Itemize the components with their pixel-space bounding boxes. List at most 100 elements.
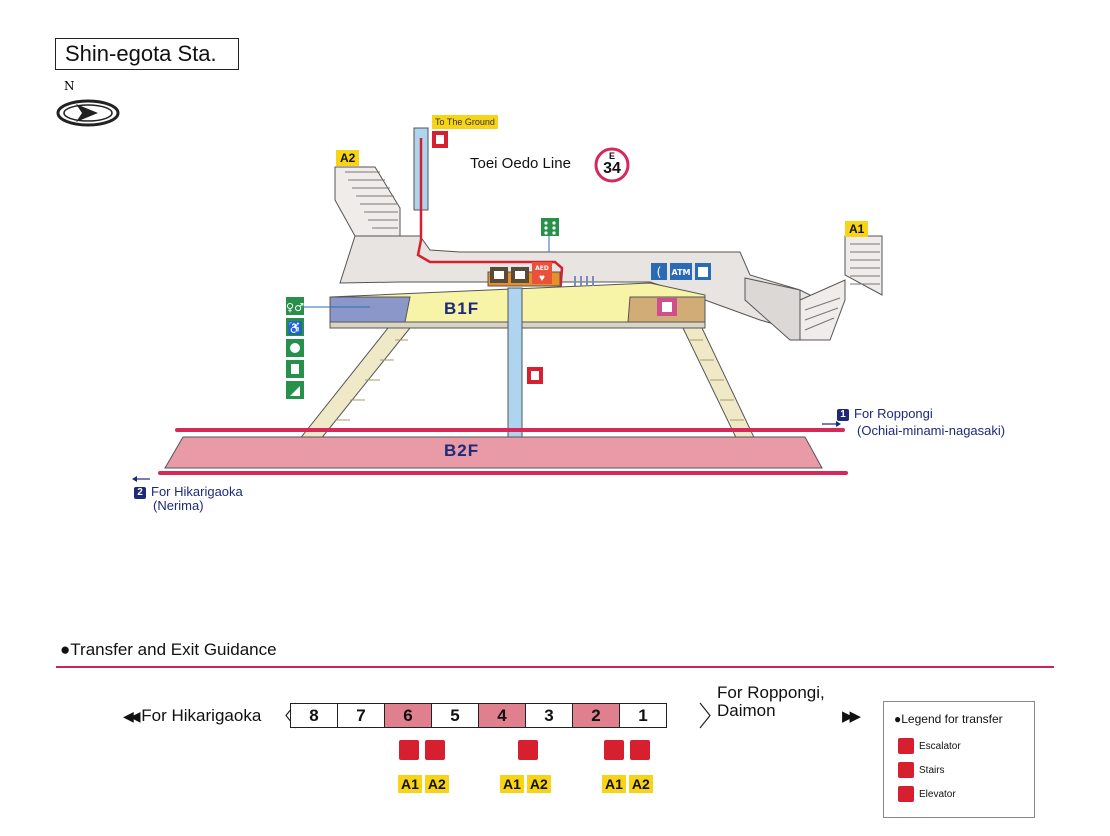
car-6: 6 [385,703,432,728]
guidance-title: ●Transfer and Exit Guidance [60,640,277,660]
legend-escalator-label: Escalator [919,740,961,752]
direction-number-1: 1 [837,408,849,421]
exit-a2-stairs [334,166,401,237]
right-direction: For Roppongi, Daimon [717,684,825,720]
svg-text:♀♂: ♀♂ [286,301,304,314]
direction-hikarigaoka-sub: (Nerima) [153,498,204,513]
direction-roppongi-sub: (Ochiai-minami-nagasaki) [857,423,1006,438]
svg-text:♿: ♿ [288,321,303,335]
station-info-icon [541,218,559,236]
svg-text:ATM: ATM [672,268,691,277]
car4-facilities [518,740,538,760]
elevator-icon [518,740,538,760]
guidance-divider [56,666,1054,668]
baby-seat-icon [286,381,304,399]
left-direction: ◀◀ For Hikarigaoka [123,706,261,726]
car-5: 5 [432,703,479,728]
car4-exit-a2: A2 [526,775,551,793]
floor-b2-label: B2F [444,441,480,460]
ground-exit-label: To The Ground [432,115,498,129]
right-direction-line1: For Roppongi, [717,683,825,702]
svg-text:AED: AED [535,265,549,272]
double-left-arrow-icon: ◀◀ [123,708,140,724]
car4-exit-a1: A1 [500,775,524,793]
platform-elevator-shaft [507,287,523,459]
train-right-end-icon [699,702,711,729]
ostomate-icon [286,360,304,378]
elevator-icon [898,786,914,802]
direction-hikarigaoka: 2 For Hikarigaoka [134,485,243,499]
bullet-icon: ● [60,640,71,659]
station-office-icon [490,267,508,283]
car-3: 3 [526,703,573,728]
car6-exit-a2: A2 [424,775,449,793]
escalator-icon [604,740,624,760]
car2-exit-a2: A2 [628,775,653,793]
guidance-title-text: Transfer and Exit Guidance [70,640,277,659]
escalator-icon [898,738,914,754]
direction-roppongi-label: For Roppongi [854,406,933,421]
car-2: 2 [573,703,620,728]
phone-icon: ( [651,263,667,280]
north-compass-icon: N [56,80,120,127]
legend-title-text: Legend for transfer [901,712,1003,726]
car6-facilities [399,740,445,760]
car-4: 4 [479,703,526,728]
train-cars: 8 7 6 5 4 3 2 1 [290,703,667,728]
car2-exit-a1: A1 [602,775,626,793]
legend-box: ●Legend for transfer Escalator Stairs El… [883,701,1035,818]
legend-bullet-icon: ● [894,712,902,726]
legend-stairs-label: Stairs [919,764,945,776]
stairs-icon [898,762,914,778]
b2f-platform [164,436,823,469]
aed-icon: AED♥ [532,262,552,284]
exit-a1-stairs [844,235,883,296]
line-name: Toei Oedo Line [470,155,571,172]
legend-escalator: Escalator [898,738,961,754]
stairs-icon [630,740,650,760]
car2-facilities [604,740,650,760]
direction-hikarigaoka-label: For Hikarigaoka [151,484,243,499]
floor-b1-label: B1F [444,299,480,318]
locker-icon [695,263,711,280]
escalator-icon [399,740,419,760]
baby-changing-icon [286,339,304,357]
elevator-icon-ground [432,131,448,148]
right-direction-line2: Daimon [717,701,776,720]
track-line-north [175,428,845,432]
car-1: 1 [620,703,667,728]
svg-text:(: ( [657,265,662,279]
direction-number-2: 2 [134,486,146,499]
restroom-area [329,296,411,323]
car6-exit-a1: A1 [398,775,422,793]
wheelchair-restroom-icon: ♿ [286,318,304,336]
restroom-icon: ♀♂ [286,297,304,315]
station-map: ♀♂ ♿ ( ATM AED♥ [132,127,883,482]
waiting-area-icon [511,267,529,283]
direction-roppongi: 1 For Roppongi [837,407,933,421]
legend-elevator-label: Elevator [919,788,956,800]
station-title: Shin-egota Sta. [55,38,239,70]
svg-text:♥: ♥ [539,273,545,284]
legend-title: ●Legend for transfer [894,712,1003,726]
coin-locker-icon [657,298,677,316]
car-7: 7 [338,703,385,728]
line-code-badge [594,147,630,183]
exit-a1-label: A1 [845,221,869,237]
legend-elevator: Elevator [898,786,956,802]
car-8: 8 [290,703,338,728]
elevator-icon-platform [527,367,543,384]
double-right-arrow-icon: ▶▶ [842,708,861,725]
legend-stairs: Stairs [898,762,945,778]
line-code-letter: E [608,151,615,161]
line-code-number: 34 [603,160,621,177]
track-line-south [158,471,848,475]
exit-a2-label: A2 [336,150,360,166]
left-direction-label: For Hikarigaoka [141,706,262,725]
stairs-icon [425,740,445,760]
atm-icon: ATM [670,263,692,280]
svg-text:N: N [64,80,75,93]
